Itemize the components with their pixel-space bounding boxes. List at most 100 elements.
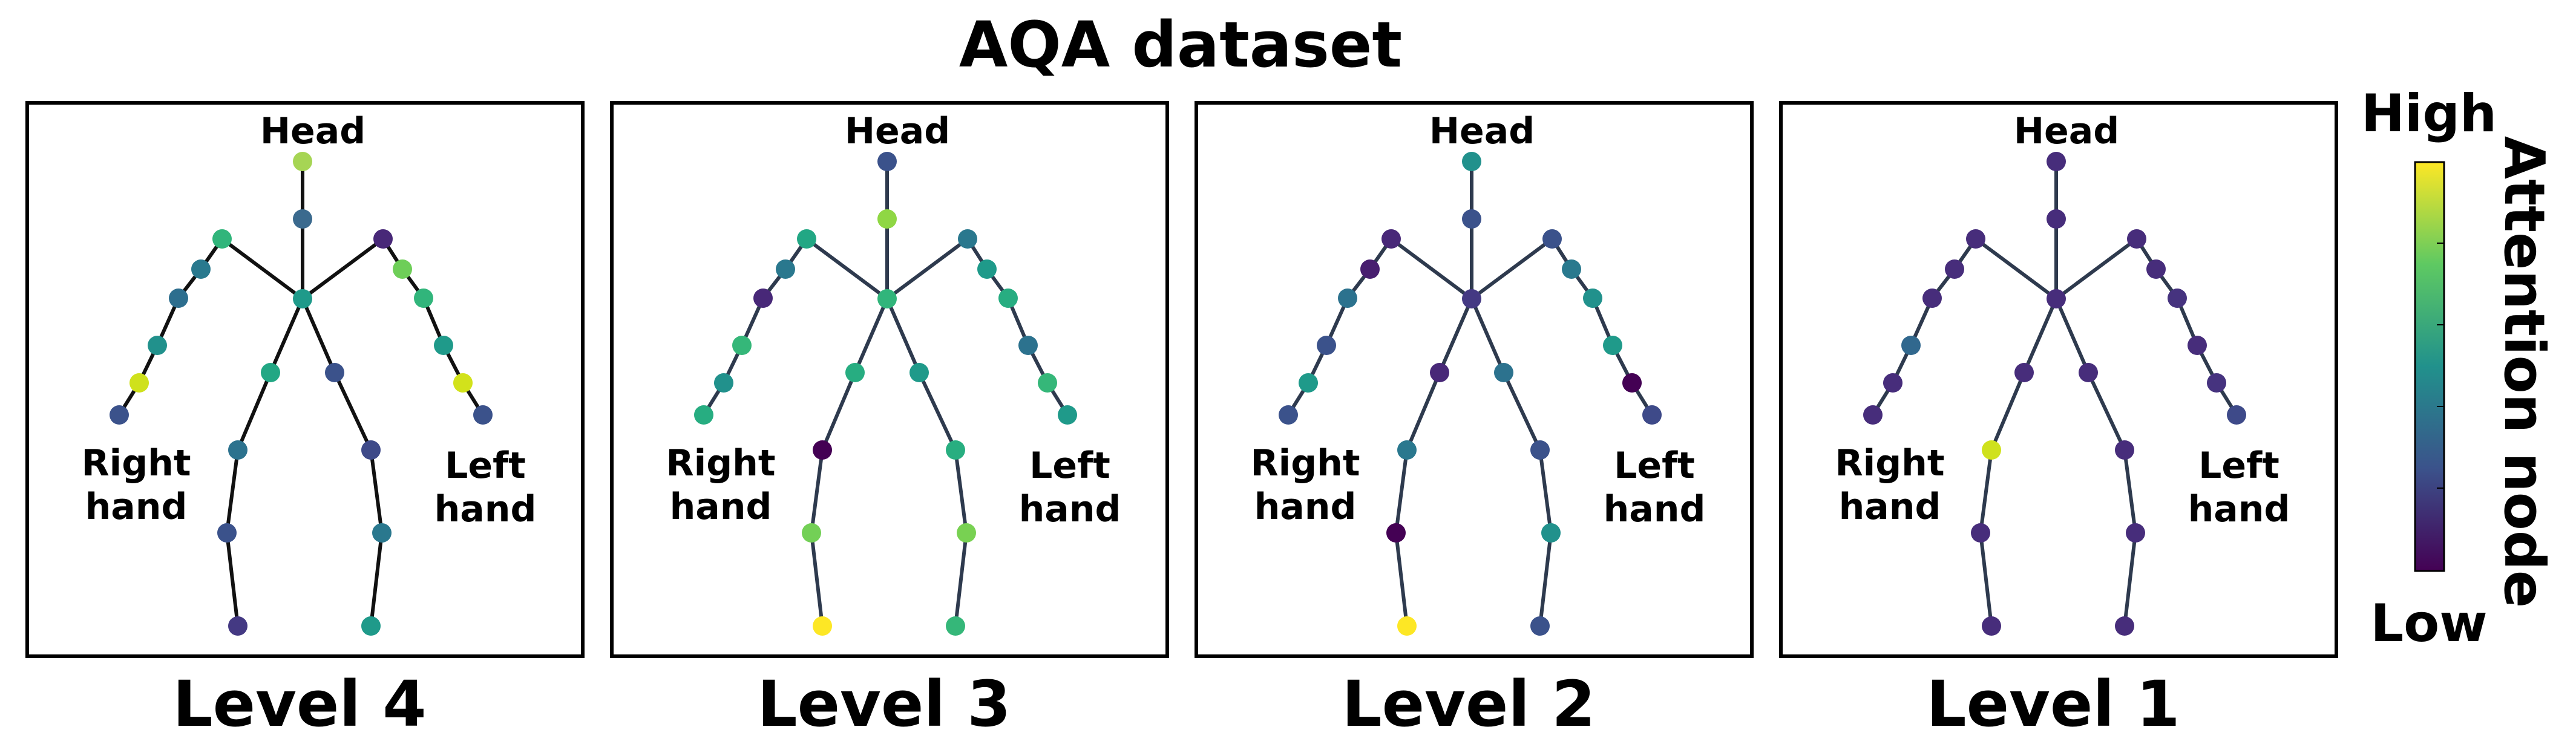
bone-edge: [1502, 371, 1542, 452]
colorbar-axis-label: Attention node: [2492, 136, 2557, 608]
joint-node: [1982, 616, 2001, 636]
joint-node: [2014, 363, 2034, 382]
right-hand-label-line: hand: [85, 486, 188, 528]
joint-node: [957, 523, 976, 543]
joint-node: [1494, 363, 1513, 382]
bone-edge: [1389, 237, 1473, 301]
joint-node: [293, 209, 312, 229]
joint-node: [813, 616, 832, 636]
bone-edge: [2054, 297, 2090, 374]
joint-node: [1530, 616, 1550, 636]
colorbar-ticks: [2437, 243, 2444, 489]
level-label: Level 2: [1342, 667, 1595, 741]
joint-node: [373, 229, 393, 249]
panel-frame: [1779, 101, 2338, 658]
joint-node: [191, 259, 211, 279]
bone-edge: [1394, 448, 1409, 535]
joint-node: [2047, 209, 2066, 229]
joint-node: [977, 259, 997, 279]
bone-edge: [1470, 237, 1554, 301]
joint-node: [845, 363, 865, 382]
joint-node: [1971, 523, 1990, 543]
joint-node: [361, 440, 381, 460]
joint-node: [1462, 152, 1481, 171]
left-hand-label-line: Left: [1614, 445, 1695, 487]
joint-node: [2127, 229, 2146, 249]
skeleton-joints: [110, 152, 493, 636]
bone-edge: [1979, 531, 1993, 628]
joint-node: [361, 616, 381, 636]
bone-edge: [821, 371, 857, 452]
bone-edge: [1394, 531, 1409, 628]
joint-node: [325, 363, 344, 382]
head-label: Head: [845, 110, 950, 152]
panel-frame: [25, 101, 585, 658]
joint-node: [1901, 336, 1921, 355]
joint-node: [453, 373, 473, 393]
left-hand-label-line: hand: [2188, 488, 2290, 530]
right-hand-label-line: Right: [666, 442, 775, 484]
joint-node: [2047, 289, 2066, 308]
joint-node: [946, 616, 965, 636]
right-hand-label-line: hand: [1839, 486, 1941, 528]
joint-node: [946, 440, 965, 460]
joint-node: [212, 229, 232, 249]
joint-node: [1430, 363, 1449, 382]
bone-edge: [954, 531, 968, 628]
bone-edge: [885, 297, 921, 374]
bone-edge: [2123, 531, 2137, 628]
figure-title: AQA dataset: [959, 8, 1402, 82]
joint-node: [1381, 229, 1401, 249]
joint-node: [372, 523, 392, 543]
bone-edge: [885, 237, 969, 301]
panel-frame: [1195, 101, 1754, 658]
joint-node: [2115, 440, 2134, 460]
joint-node: [877, 289, 897, 308]
bone-edge: [369, 448, 384, 535]
level-label: Level 3: [757, 667, 1011, 741]
joint-node: [1562, 259, 1581, 279]
head-label: Head: [1429, 110, 1535, 152]
skeleton-joints: [694, 152, 1077, 636]
bone-edge: [917, 371, 957, 452]
bone-edge: [1974, 237, 2058, 301]
joint-node: [1622, 373, 1642, 393]
panel-frame: [610, 101, 1169, 658]
bone-edge: [1979, 448, 1993, 535]
joint-node: [694, 405, 713, 425]
skeleton-edges: [1871, 160, 2238, 628]
bone-edge: [2123, 448, 2137, 535]
bone-edge: [2022, 297, 2058, 374]
bone-edge: [1538, 448, 1553, 535]
level-label: Level 4: [172, 667, 426, 741]
joint-node: [393, 259, 412, 279]
joint-node: [261, 363, 280, 382]
joint-node: [293, 289, 312, 308]
joint-node: [1945, 259, 1964, 279]
right-hand-label-line: Right: [1250, 442, 1360, 484]
bone-edge: [301, 297, 336, 374]
joint-node: [434, 336, 453, 355]
bone-edge: [225, 448, 240, 535]
bone-edge: [805, 237, 889, 301]
joint-node: [1603, 336, 1622, 355]
joint-node: [169, 289, 188, 308]
bone-edge: [2086, 371, 2126, 452]
joint-node: [1922, 289, 1942, 308]
joint-node: [473, 405, 493, 425]
joint-node: [1338, 289, 1357, 308]
left-hand-label-line: hand: [1019, 488, 1121, 530]
left-hand-label-line: Left: [1029, 445, 1110, 487]
joint-node: [2126, 523, 2145, 543]
joint-node: [1642, 405, 1662, 425]
joint-node: [2079, 363, 2098, 382]
bone-edge: [220, 237, 304, 301]
